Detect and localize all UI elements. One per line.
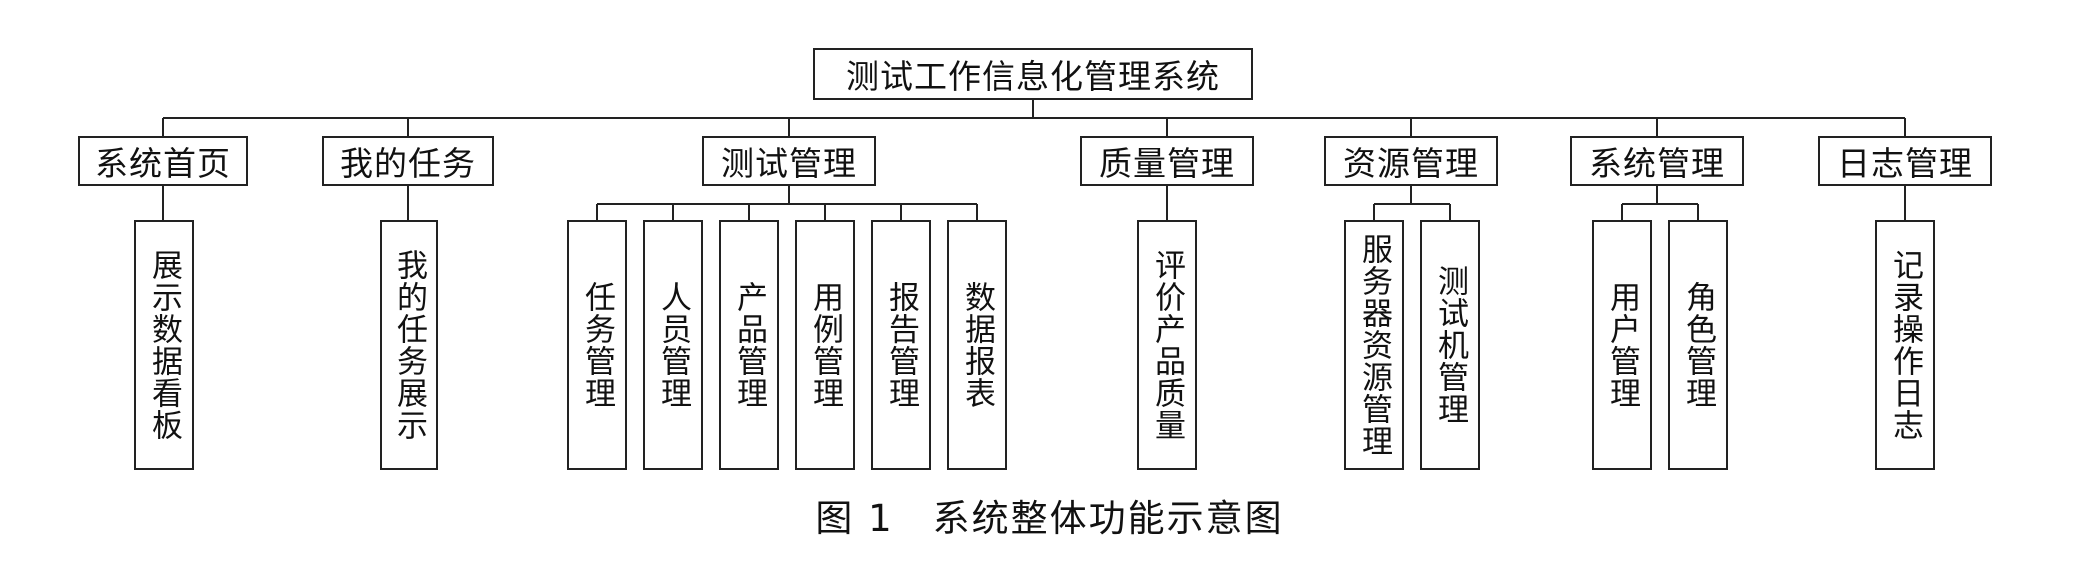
leaf-label-server-resource-management: 服务器资源管理 bbox=[1356, 233, 1392, 457]
module-node-log-management: 日志管理 bbox=[1818, 136, 1992, 186]
leaf-label-product-management: 产品管理 bbox=[731, 281, 767, 409]
leaf-node-report-management: 报告管理 bbox=[871, 220, 931, 470]
leaf-label-evaluate-quality: 评价产品质量 bbox=[1149, 249, 1185, 441]
leaf-node-record-logs: 记录操作日志 bbox=[1875, 220, 1935, 470]
leaf-node-dashboard: 展示数据看板 bbox=[134, 220, 194, 470]
leaf-label-my-task-display: 我的任务展示 bbox=[391, 249, 427, 441]
root-node: 测试工作信息化管理系统 bbox=[813, 48, 1253, 100]
leaf-node-product-management: 产品管理 bbox=[719, 220, 779, 470]
module-node-resource-management: 资源管理 bbox=[1324, 136, 1498, 186]
figure-caption: 图 1 系统整体功能示意图 bbox=[815, 497, 1284, 540]
leaf-label-role-management: 角色管理 bbox=[1680, 281, 1716, 409]
module-node-home: 系统首页 bbox=[78, 136, 248, 186]
leaf-label-task-management: 任务管理 bbox=[579, 281, 615, 409]
leaf-node-data-report: 数据报表 bbox=[947, 220, 1007, 470]
leaf-node-my-task-display: 我的任务展示 bbox=[380, 220, 438, 470]
leaf-label-case-management: 用例管理 bbox=[807, 281, 843, 409]
leaf-node-server-resource-management: 服务器资源管理 bbox=[1344, 220, 1404, 470]
leaf-node-task-management: 任务管理 bbox=[567, 220, 627, 470]
leaf-node-case-management: 用例管理 bbox=[795, 220, 855, 470]
leaf-node-personnel-management: 人员管理 bbox=[643, 220, 703, 470]
module-node-quality-management: 质量管理 bbox=[1080, 136, 1254, 186]
leaf-node-user-management: 用户管理 bbox=[1592, 220, 1652, 470]
leaf-label-test-machine-management: 测试机管理 bbox=[1432, 265, 1468, 425]
module-node-my-tasks: 我的任务 bbox=[322, 136, 494, 186]
leaf-label-data-report: 数据报表 bbox=[959, 281, 995, 409]
leaf-label-report-management: 报告管理 bbox=[883, 281, 919, 409]
module-node-system-management: 系统管理 bbox=[1570, 136, 1744, 186]
leaf-label-dashboard: 展示数据看板 bbox=[146, 249, 182, 441]
leaf-node-evaluate-quality: 评价产品质量 bbox=[1137, 220, 1197, 470]
leaf-label-user-management: 用户管理 bbox=[1604, 281, 1640, 409]
leaf-label-record-logs: 记录操作日志 bbox=[1887, 249, 1923, 441]
leaf-label-personnel-management: 人员管理 bbox=[655, 281, 691, 409]
module-node-test-management: 测试管理 bbox=[702, 136, 876, 186]
leaf-node-role-management: 角色管理 bbox=[1668, 220, 1728, 470]
leaf-node-test-machine-management: 测试机管理 bbox=[1420, 220, 1480, 470]
